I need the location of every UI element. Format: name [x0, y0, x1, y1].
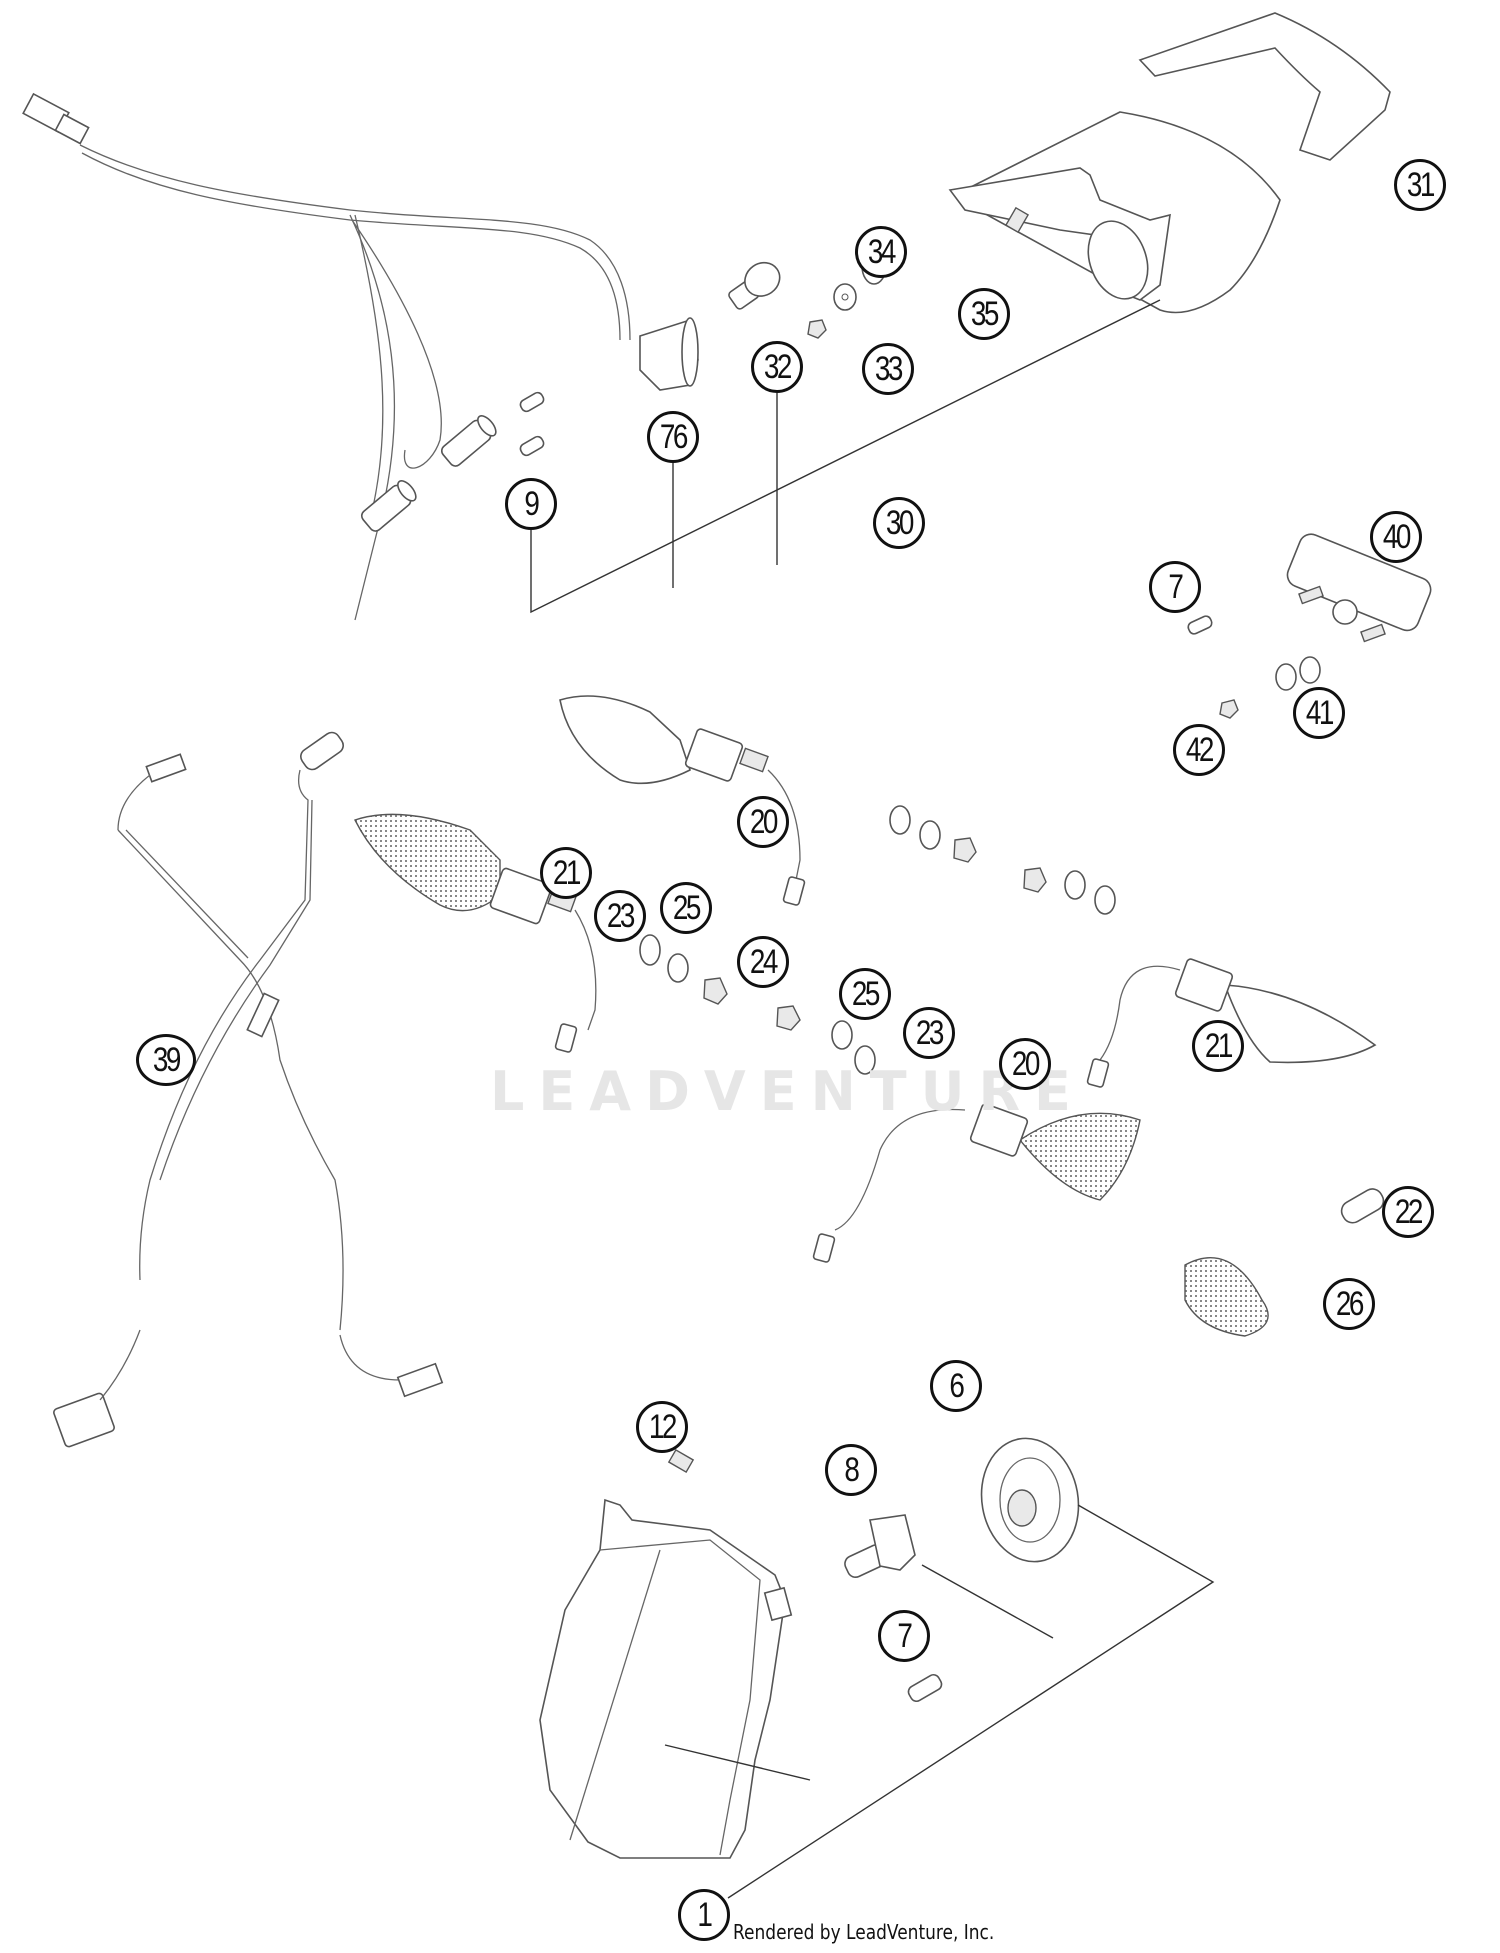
- callout-34[interactable]: 34: [855, 226, 907, 278]
- callout-label: 9: [524, 485, 540, 523]
- callout-22[interactable]: 22: [1382, 1186, 1434, 1238]
- render-credit: Rendered by LeadVenture, Inc.: [733, 1920, 995, 1944]
- callout-42[interactable]: 42: [1173, 724, 1225, 776]
- callout-39[interactable]: 39: [136, 1034, 196, 1086]
- license-plate-light-drawing: [1187, 533, 1432, 719]
- callout-20-lower[interactable]: 20: [999, 1038, 1051, 1090]
- callout-label: 30: [885, 504, 915, 542]
- turn-signal-harness-drawing: [53, 731, 444, 1448]
- callout-label: 21: [552, 854, 582, 892]
- callout-label: 8: [844, 1451, 860, 1489]
- callout-label: 35: [970, 295, 1000, 333]
- callout-label: 7: [897, 1617, 913, 1655]
- callout-25-left[interactable]: 25: [660, 882, 712, 934]
- callout-40[interactable]: 40: [1370, 511, 1422, 563]
- watermark: LEADVENTURE: [490, 1060, 1085, 1123]
- callout-35[interactable]: 35: [958, 288, 1010, 340]
- callout-24[interactable]: 24: [737, 936, 789, 988]
- callout-23-right[interactable]: 23: [903, 1007, 955, 1059]
- callout-12[interactable]: 12: [636, 1401, 688, 1453]
- callout-label: 22: [1394, 1193, 1424, 1231]
- headlight-drawing: [539, 1437, 1080, 1859]
- callout-76[interactable]: 76: [647, 411, 699, 463]
- callout-label: 23: [915, 1014, 945, 1052]
- callout-label: 34: [867, 233, 897, 271]
- callout-7-headlight[interactable]: 7: [878, 1610, 930, 1662]
- tail-light-housing-drawing: [948, 111, 1281, 314]
- callout-label: 20: [749, 803, 779, 841]
- callout-label: 33: [874, 350, 904, 388]
- turn-signal-spares-drawing: [1184, 1188, 1385, 1337]
- callout-label: 41: [1305, 694, 1335, 732]
- upper-wiring-harness: [22, 92, 699, 621]
- callout-label: 20: [1011, 1045, 1041, 1083]
- callout-label: 12: [648, 1408, 678, 1446]
- leader-lines-30: [530, 299, 1161, 614]
- callout-30[interactable]: 30: [873, 497, 925, 549]
- callout-7-tail[interactable]: 7: [1149, 561, 1201, 613]
- callout-label: 39: [152, 1041, 182, 1079]
- leader-lines-1: [664, 1504, 1215, 1899]
- callout-6[interactable]: 6: [930, 1360, 982, 1412]
- callout-1[interactable]: 1: [678, 1889, 730, 1941]
- callout-21-left[interactable]: 21: [540, 847, 592, 899]
- callout-label: 76: [659, 418, 689, 456]
- callout-label: 1: [697, 1896, 713, 1934]
- callout-label: 25: [851, 975, 881, 1013]
- callout-label: 42: [1185, 731, 1215, 769]
- callout-label: 25: [672, 889, 702, 927]
- callout-label: 40: [1382, 518, 1412, 556]
- callout-label: 21: [1204, 1027, 1234, 1065]
- callout-32[interactable]: 32: [751, 341, 803, 393]
- callout-21-right[interactable]: 21: [1192, 1020, 1244, 1072]
- callout-26[interactable]: 26: [1323, 1278, 1375, 1330]
- callout-label: 32: [763, 348, 793, 386]
- callout-label: 31: [1406, 166, 1436, 204]
- callout-8[interactable]: 8: [825, 1444, 877, 1496]
- callout-label: 26: [1335, 1285, 1365, 1323]
- callout-label: 24: [749, 943, 779, 981]
- callout-label: 6: [949, 1367, 965, 1405]
- callout-9[interactable]: 9: [505, 478, 557, 530]
- callout-41[interactable]: 41: [1293, 687, 1345, 739]
- tail-light-cover-drawing: [1138, 12, 1391, 161]
- callout-label: 7: [1168, 568, 1184, 606]
- callout-33[interactable]: 33: [862, 343, 914, 395]
- callout-20-upper[interactable]: 20: [737, 796, 789, 848]
- callout-label: 23: [606, 897, 636, 935]
- callout-31[interactable]: 31: [1394, 159, 1446, 211]
- bulb-socket-drawing: [639, 317, 699, 391]
- callout-25-right[interactable]: 25: [839, 968, 891, 1020]
- callout-23-left[interactable]: 23: [594, 890, 646, 942]
